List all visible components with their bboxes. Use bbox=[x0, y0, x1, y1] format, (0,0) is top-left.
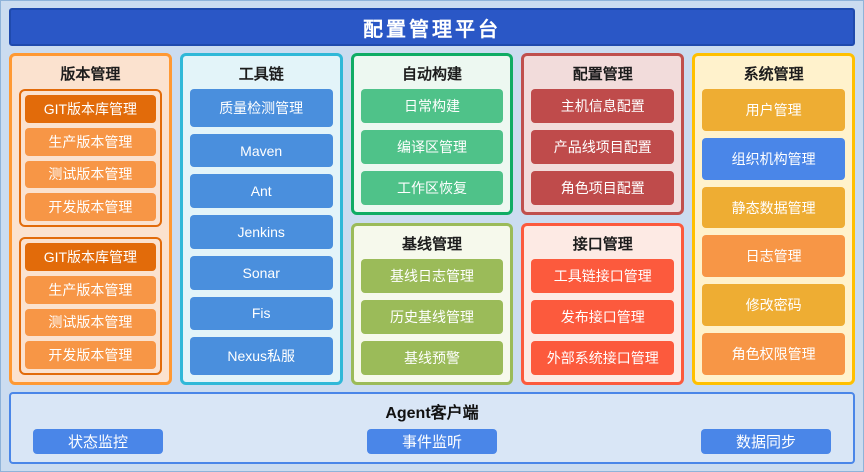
modules-grid: 版本管理 GIT版本库管理 生产版本管理 测试版本管理 开发版本管理 GIT版本… bbox=[9, 53, 855, 385]
version-group-1: GIT版本库管理 生产版本管理 测试版本管理 开发版本管理 bbox=[19, 89, 162, 227]
agent-client-title: Agent客户端 bbox=[385, 405, 479, 422]
page-title-bar: 配置管理平台 bbox=[9, 8, 855, 46]
baseline-log-management[interactable]: 基线日志管理 bbox=[360, 259, 504, 293]
interface-management-panel: 接口管理 工具链接口管理 发布接口管理 外部系统接口管理 bbox=[521, 223, 685, 385]
jenkins[interactable]: Jenkins bbox=[189, 215, 333, 249]
baseline-management-title: 基线管理 bbox=[401, 236, 462, 253]
system-management-title: 系统管理 bbox=[743, 66, 804, 83]
status-monitor[interactable]: 状态监控 bbox=[33, 429, 163, 454]
version-management-title: 版本管理 bbox=[60, 66, 121, 83]
auto-build-title: 自动构建 bbox=[401, 66, 462, 83]
quality-check-management[interactable]: 质量检测管理 bbox=[189, 89, 333, 127]
production-version-management-1[interactable]: 生产版本管理 bbox=[25, 127, 156, 156]
history-baseline-management[interactable]: 历史基线管理 bbox=[360, 300, 504, 334]
interface-management-title: 接口管理 bbox=[572, 236, 633, 253]
auto-build-panel: 自动构建 日常构建 编译区管理 工作区恢复 bbox=[350, 53, 514, 215]
column-config-interface: 配置管理 主机信息配置 产品线项目配置 角色项目配置 接口管理 工具链接口管理 … bbox=[521, 53, 685, 385]
page-title: 配置管理平台 bbox=[363, 18, 501, 41]
change-password[interactable]: 修改密码 bbox=[702, 284, 845, 327]
config-management-panel: 配置管理 主机信息配置 产品线项目配置 角色项目配置 bbox=[521, 53, 685, 215]
config-management-title: 配置管理 bbox=[572, 66, 633, 83]
production-version-management-2[interactable]: 生产版本管理 bbox=[25, 275, 156, 304]
dev-version-management-2[interactable]: 开发版本管理 bbox=[25, 341, 156, 369]
workspace-restore[interactable]: 工作区恢复 bbox=[360, 171, 504, 205]
sonar[interactable]: Sonar bbox=[189, 255, 333, 290]
ant[interactable]: Ant bbox=[189, 174, 333, 209]
daily-build[interactable]: 日常构建 bbox=[360, 89, 504, 123]
publish-interface-management[interactable]: 发布接口管理 bbox=[531, 300, 675, 334]
toolchain-interface-management[interactable]: 工具链接口管理 bbox=[531, 259, 675, 293]
toolchain-panel: 工具链 质量检测管理 Maven Ant Jenkins Sonar Fis N… bbox=[179, 53, 343, 385]
git-repo-management-1[interactable]: GIT版本库管理 bbox=[25, 95, 156, 123]
external-system-interface-management[interactable]: 外部系统接口管理 bbox=[531, 341, 675, 375]
maven[interactable]: Maven bbox=[189, 133, 333, 168]
log-management[interactable]: 日志管理 bbox=[702, 235, 845, 278]
version-group-2: GIT版本库管理 生产版本管理 测试版本管理 开发版本管理 bbox=[19, 237, 162, 375]
git-repo-management-2[interactable]: GIT版本库管理 bbox=[25, 243, 156, 271]
host-info-config[interactable]: 主机信息配置 bbox=[531, 89, 675, 123]
version-management-panel: 版本管理 GIT版本库管理 生产版本管理 测试版本管理 开发版本管理 GIT版本… bbox=[9, 53, 172, 385]
product-line-project-config[interactable]: 产品线项目配置 bbox=[531, 130, 675, 164]
test-version-management-2[interactable]: 测试版本管理 bbox=[25, 308, 156, 337]
fis[interactable]: Fis bbox=[189, 296, 333, 331]
toolchain-title: 工具链 bbox=[238, 66, 284, 83]
toolchain-items: 质量检测管理 Maven Ant Jenkins Sonar Fis Nexus… bbox=[189, 89, 333, 376]
role-permission-management[interactable]: 角色权限管理 bbox=[702, 333, 845, 375]
baseline-management-panel: 基线管理 基线日志管理 历史基线管理 基线预警 bbox=[350, 223, 514, 385]
user-management[interactable]: 用户管理 bbox=[702, 89, 845, 131]
nexus-private-repo[interactable]: Nexus私服 bbox=[189, 337, 333, 376]
role-project-config[interactable]: 角色项目配置 bbox=[531, 171, 675, 205]
column-build-baseline: 自动构建 日常构建 编译区管理 工作区恢复 基线管理 基线日志管理 历史基线管理… bbox=[350, 53, 514, 385]
data-sync[interactable]: 数据同步 bbox=[701, 429, 831, 454]
version-groups: GIT版本库管理 生产版本管理 测试版本管理 开发版本管理 GIT版本库管理 生… bbox=[19, 89, 162, 375]
static-data-management[interactable]: 静态数据管理 bbox=[702, 186, 845, 229]
agent-client-panel: Agent客户端 状态监控 事件监听 数据同步 bbox=[9, 392, 855, 464]
org-structure-management[interactable]: 组织机构管理 bbox=[702, 137, 845, 180]
system-management-panel: 系统管理 用户管理 组织机构管理 静态数据管理 日志管理 修改密码 角色权限管理 bbox=[692, 53, 855, 385]
compile-area-management[interactable]: 编译区管理 bbox=[360, 130, 504, 164]
test-version-management-1[interactable]: 测试版本管理 bbox=[25, 160, 156, 189]
baseline-alert[interactable]: 基线预警 bbox=[360, 341, 504, 375]
dev-version-management-1[interactable]: 开发版本管理 bbox=[25, 193, 156, 221]
event-listener[interactable]: 事件监听 bbox=[367, 429, 497, 454]
agent-client-items: 状态监控 事件监听 数据同步 bbox=[33, 429, 831, 454]
